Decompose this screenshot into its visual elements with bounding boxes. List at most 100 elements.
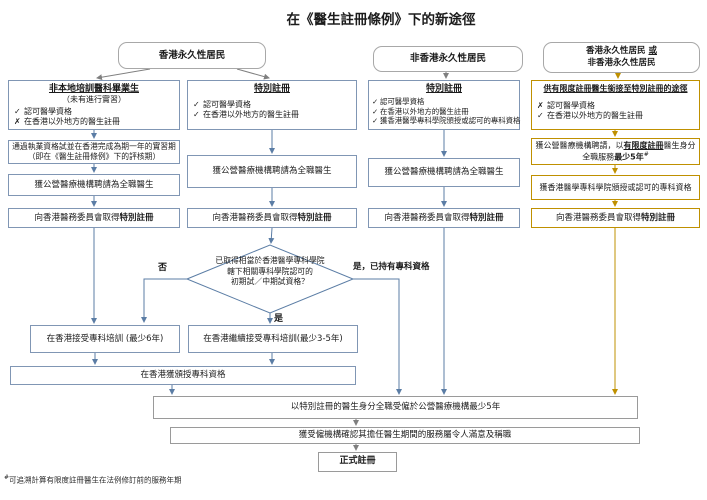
col4-header-box: 供有限度註冊醫生銜接至特別註冊的途徑 ✗認可醫學資格 ✓在香港以外地方的醫生註冊: [531, 80, 700, 130]
confirm-service-box: 獲受僱機構確認其擔任醫生期間的服務屬令人滿意及稱職: [170, 427, 640, 444]
top-box-non-hk-resident: 非香港永久性居民: [373, 46, 523, 72]
col2-employ-text: 獲公營醫療機構聘請為全職醫生: [212, 166, 332, 177]
decision-diamond: 已取得相當於香港醫學專科學院 轄下相關專科學院認可的 初期試／中期試資格？: [190, 256, 350, 288]
col3-special-reg-text: 向香港醫務委員會取得特別註冊: [384, 213, 503, 224]
col1-exam-line2: （即在《醫生註冊條例》下的評核期）: [27, 152, 161, 161]
top-box-either-line2: 非香港永久性居民: [587, 57, 656, 68]
hire-min-years: 最少5年: [614, 152, 644, 162]
either-line1-text: 香港永久性居民: [586, 46, 646, 57]
check-icon: ✓: [372, 97, 379, 107]
decision-line2: 轄下相關專科學院認可的: [227, 266, 313, 276]
award-text: 在香港獲頒授專科資格: [140, 370, 226, 381]
col3-special-reg-box: 向香港醫務委員會取得特別註冊: [368, 208, 520, 228]
col4-criterion: ✓在香港以外地方的醫生註冊: [537, 111, 643, 121]
col3-employ-text: 獲公營醫療機構聘請為全職醫生: [384, 167, 504, 178]
check-icon: ✓: [537, 111, 544, 120]
footnote-text: 可追溯計算有限度註冊醫生在法例修訂前的服務年期: [9, 475, 182, 485]
footnote: #可追溯計算有限度註冊醫生在法例修訂前的服務年期: [4, 474, 182, 486]
col3-criterion-text: 獲香港醫學專科學院頒授或認可的專科資格: [380, 115, 521, 125]
col2-criterion-text: 在香港以外地方的醫生註冊: [203, 110, 299, 120]
hire-prefix: 獲公營醫療機構聘請，以: [535, 140, 624, 150]
hire-line2: 全職服務: [582, 152, 615, 162]
branch-label-no: 否: [158, 263, 168, 273]
reg-prefix: 向香港醫務委員會取得: [212, 212, 298, 223]
decision-line1: 已取得相當於香港醫學專科學院: [215, 256, 325, 265]
col2-special-reg-text: 向香港醫務委員會取得特別註冊: [212, 213, 331, 224]
col2-criterion: ✓在香港以外地方的醫生註冊: [193, 110, 299, 120]
confirm-service-text: 獲受僱機構確認其擔任醫生期間的服務屬令人滿意及稱職: [298, 430, 512, 441]
col4-hire-box: 獲公營醫療機構聘請，以有限度註冊醫生身分 全職服務最少5年#: [531, 138, 700, 165]
cross-icon: ✗: [537, 101, 544, 110]
col3-header-box: 特別註冊 ✓認可醫學資格 ✓在香港以外地方的醫生註冊 ✓獲香港醫學專科學院頒授或…: [368, 80, 520, 130]
col1-employ-text: 獲公營醫療機構聘請為全職醫生: [34, 179, 154, 190]
reg-prefix: 向香港醫務委員會取得: [555, 212, 641, 223]
employed-5yr-box: 以特別註冊的醫生身分全職受僱於公營醫療機構最少5年: [153, 396, 638, 419]
reg-bold: 特別註冊: [641, 212, 676, 223]
col4-hire-line2: 全職服務最少5年#: [582, 151, 649, 163]
col1-header-note: （未有進行實習）: [62, 95, 126, 105]
footnote-marker: #: [4, 474, 10, 481]
col2-criterion: ✓認可醫學資格: [193, 100, 299, 110]
col3-criterion: ✓獲香港醫學專科學院頒授或認可的專科資格: [372, 116, 520, 125]
col4-hire-line1: 獲公營醫療機構聘請，以有限度註冊醫生身分: [536, 141, 696, 151]
train-6yr-box: 在香港接受專科培訓 (最少6年): [30, 325, 180, 353]
footnote-marker: #: [643, 150, 649, 158]
col1-header-title: 非本地培訓醫科畢業生: [48, 84, 139, 94]
check-icon: ✓: [372, 115, 379, 125]
train-6yr-text: 在香港接受專科培訓 (最少6年): [46, 333, 164, 344]
page-title: 在《醫生註冊條例》下的新途徑: [286, 12, 476, 28]
train-3to5yr-box: 在香港繼續接受專科培訓(最少3-5年): [188, 325, 358, 353]
check-icon: ✓: [193, 110, 200, 120]
top-box-either-resident: 香港永久性居民 或 非香港永久性居民: [543, 42, 700, 73]
decision-line3: 初期試／中期試資格？: [231, 277, 309, 287]
branch-label-yes-specialist: 是，已持有專科資格: [353, 262, 430, 272]
col3-employ-box: 獲公營醫療機構聘請為全職醫生: [368, 158, 520, 187]
reg-prefix: 向香港醫務委員會取得: [34, 212, 120, 223]
col3-criterion-text: 在香港以外地方的醫生註冊: [380, 106, 469, 116]
col1-header-box: 非本地培訓醫科畢業生 （未有進行實習） ✓認可醫學資格 ✗在香港以外地方的醫生註…: [8, 80, 180, 130]
hire-mid: 醫生身分: [663, 140, 696, 150]
branch-label-yes: 是: [274, 314, 284, 324]
check-icon: ✓: [14, 107, 21, 117]
col3-criterion: ✓認可醫學資格: [372, 97, 520, 106]
col3-criterion-text: 認可醫學資格: [380, 97, 425, 107]
award-box: 在香港獲頒授專科資格: [10, 366, 356, 385]
top-box-hk-resident-label: 香港永久性居民: [158, 49, 226, 61]
check-icon: ✓: [193, 100, 200, 110]
col2-criterion-text: 認可醫學資格: [203, 100, 251, 110]
either-or-text: 或: [648, 46, 657, 57]
train-3to5yr-text: 在香港繼續接受專科培訓(最少3-5年): [203, 333, 343, 344]
top-box-either-line1: 香港永久性居民 或: [586, 46, 657, 57]
col1-criterion-text: 認可醫學資格: [24, 107, 72, 117]
col4-header-title: 供有限度註冊醫生銜接至特別註冊的途徑: [543, 84, 688, 93]
reg-bold: 特別註冊: [469, 212, 504, 223]
employed-5yr-text: 以特別註冊的醫生身分全職受僱於公營醫療機構最少5年: [290, 402, 501, 413]
col3-header-title: 特別註冊: [425, 84, 462, 94]
col1-employ-box: 獲公營醫療機構聘請為全職醫生: [8, 174, 180, 196]
col4-criterion: ✗認可醫學資格: [537, 101, 643, 111]
col4-fellow-box: 獲香港醫學專科學院頒授或認可的專科資格: [531, 175, 700, 200]
cross-icon: ✗: [14, 117, 21, 127]
col3-criterion: ✓在香港以外地方的醫生註冊: [372, 107, 520, 116]
col2-employ-box: 獲公營醫療機構聘請為全職醫生: [187, 155, 357, 188]
top-box-hk-resident: 香港永久性居民: [118, 42, 266, 69]
reg-bold: 特別註冊: [297, 212, 332, 223]
col1-special-reg-text: 向香港醫務委員會取得特別註冊: [34, 213, 153, 224]
col2-special-reg-box: 向香港醫務委員會取得特別註冊: [187, 208, 357, 228]
col1-exam-line1: 通過執業資格試並在香港完成為期一年的實習期: [12, 142, 176, 152]
col4-criterion-text: 在香港以外地方的醫生註冊: [547, 111, 643, 120]
reg-bold: 特別註冊: [119, 212, 154, 223]
col2-header-title: 特別註冊: [253, 84, 290, 94]
top-box-non-hk-resident-label: 非香港永久性居民: [409, 53, 486, 65]
col4-special-reg-box: 向香港醫務委員會取得特別註冊: [531, 208, 700, 228]
col1-criterion: ✗在香港以外地方的醫生註冊: [14, 117, 120, 127]
col4-fellow-text: 獲香港醫學專科學院頒授或認可的專科資格: [539, 182, 692, 192]
full-registration-box: 正式註冊: [318, 452, 397, 472]
col4-criterion-text: 認可醫學資格: [547, 101, 595, 110]
col1-criterion: ✓認可醫學資格: [14, 107, 120, 117]
check-icon: ✓: [372, 106, 379, 116]
col1-special-reg-box: 向香港醫務委員會取得特別註冊: [8, 208, 180, 228]
hire-limited-reg: 有限度註冊: [623, 140, 664, 150]
